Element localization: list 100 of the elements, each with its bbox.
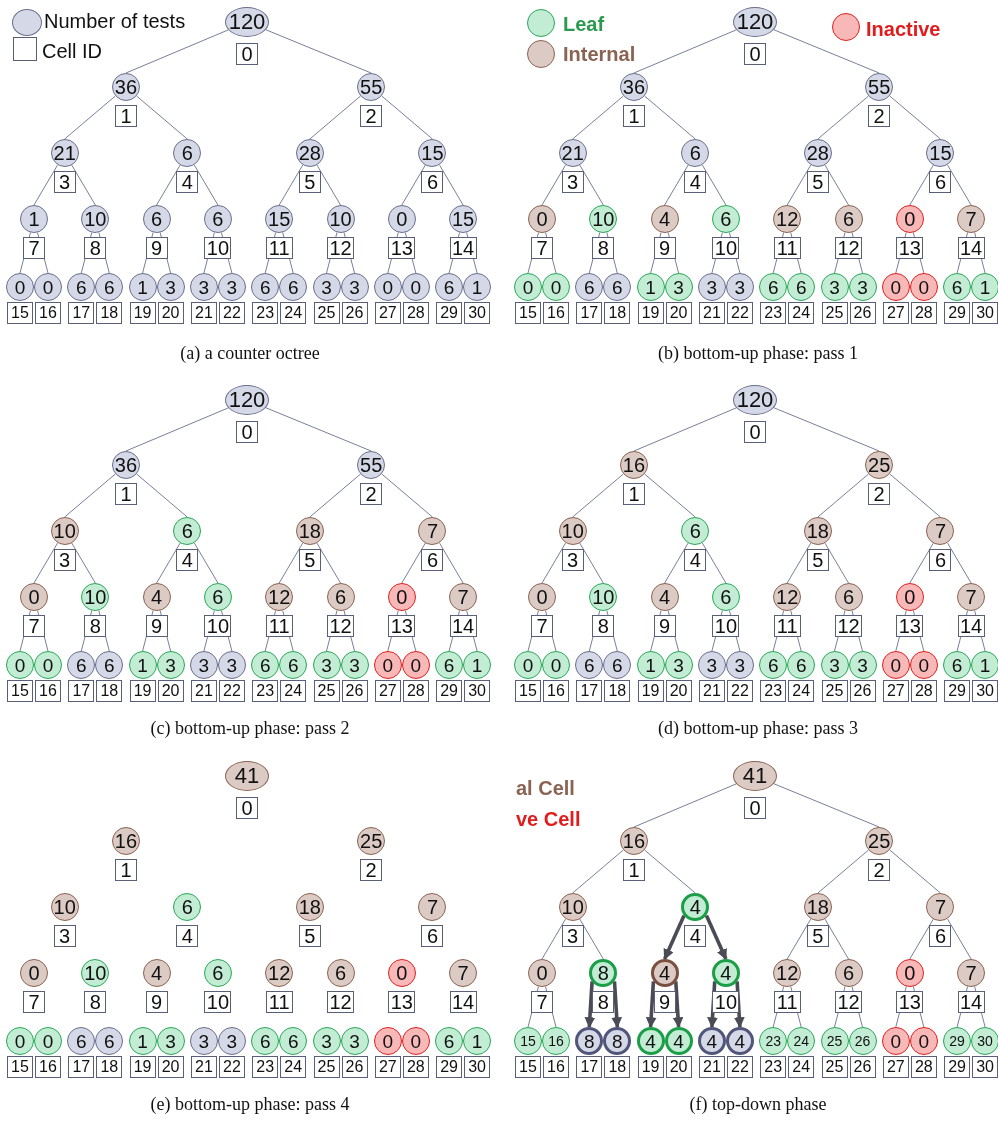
cell-id-box: 18: [604, 680, 631, 702]
test-count-circle: 16: [542, 1027, 570, 1055]
connector-line: [644, 849, 696, 894]
test-count-circle: 6: [435, 273, 464, 301]
test-count-circle: 7: [926, 893, 955, 921]
cell-id-box: 21: [698, 680, 725, 702]
cell-id-box: 12: [327, 237, 354, 259]
cell-id-box: 5: [298, 925, 321, 947]
test-count-circle: 10: [558, 893, 587, 921]
cell-id-box: 6: [929, 925, 952, 947]
cell-id-box: 25: [313, 680, 340, 702]
cell-id-box: 6: [929, 171, 952, 193]
cell-id-box: 8: [84, 615, 107, 637]
cell-id-box: 9: [653, 237, 676, 259]
test-count-circle: 4: [142, 959, 171, 987]
cell-id-box: 3: [53, 171, 76, 193]
cell-id-box: 26: [341, 680, 368, 702]
cell-id-box: 1: [114, 483, 137, 505]
cell-id-box: 13: [896, 237, 924, 259]
connector-line: [644, 473, 696, 518]
test-count-circle: 8: [603, 1027, 632, 1055]
test-count-circle: 7: [926, 517, 955, 545]
test-count-circle: 4: [636, 1027, 665, 1055]
connector-line: [439, 542, 464, 584]
test-count-circle: 6: [575, 273, 604, 301]
test-count-circle: 3: [156, 1027, 185, 1055]
cell-id-box: 9: [145, 615, 168, 637]
test-count-circle: 7: [449, 583, 478, 611]
connector-line: [817, 95, 869, 140]
cell-id-box: 30: [972, 1056, 998, 1078]
test-count-circle: 6: [943, 651, 972, 679]
cell-id-box: 21: [698, 1056, 725, 1078]
test-count-circle: 1: [463, 651, 492, 679]
cell-id-box: 20: [157, 302, 184, 324]
cell-id-box: 21: [190, 680, 217, 702]
panel-caption: (d) bottom-up phase: pass 3: [658, 718, 858, 739]
cell-id-box: 25: [313, 302, 340, 324]
connector-line: [650, 232, 662, 274]
test-count-circle: 4: [142, 583, 171, 611]
test-count-circle: 6: [67, 651, 96, 679]
connector-line: [633, 29, 737, 74]
cell-id-box: 15: [515, 1056, 541, 1078]
connector-line: [159, 232, 172, 274]
test-count-circle: 29: [943, 1027, 972, 1055]
test-count-circle: 6: [326, 959, 355, 987]
cell-id-box: 6: [421, 925, 444, 947]
test-count-circle: 120: [225, 385, 269, 415]
test-count-circle: 0: [528, 959, 556, 987]
connector-line: [786, 542, 812, 584]
test-count-circle: 3: [340, 273, 369, 301]
connector-line: [786, 918, 812, 960]
test-count-circle: 41: [225, 761, 269, 791]
cell-id-box: 2: [360, 859, 383, 881]
cell-id-box: 4: [176, 171, 199, 193]
connector-line: [588, 610, 601, 652]
test-count-circle: 6: [173, 139, 202, 167]
test-count-circle: 3: [848, 651, 877, 679]
test-count-circle: 0: [20, 959, 48, 987]
cell-id-box: 28: [402, 302, 429, 324]
test-count-circle: 6: [203, 205, 232, 233]
test-count-circle: 6: [603, 651, 632, 679]
test-count-circle: 6: [279, 651, 308, 679]
test-count-circle: 30: [971, 1027, 998, 1055]
test-count-circle: 7: [957, 205, 986, 233]
test-count-circle: 0: [514, 273, 542, 301]
cell-id-box: 16: [35, 680, 61, 702]
cell-id-box: 18: [604, 1056, 631, 1078]
connector-line: [664, 164, 689, 206]
legend-text: Internal: [563, 43, 636, 66]
cell-id-box: 26: [849, 1056, 876, 1078]
test-count-circle: 3: [189, 273, 218, 301]
test-count-circle: 6: [759, 651, 788, 679]
test-count-circle: 6: [95, 651, 124, 679]
cell-id-box: 26: [849, 680, 876, 702]
test-count-circle: 25: [357, 827, 386, 855]
test-count-circle: 7: [418, 893, 447, 921]
cell-id-box: 18: [604, 302, 631, 324]
test-count-circle: 0: [34, 651, 62, 679]
cell-id-box: 19: [637, 680, 664, 702]
connector-line: [316, 164, 341, 206]
test-count-circle: 3: [217, 651, 246, 679]
cell-id-box: 3: [53, 549, 76, 571]
cell-id-box: 30: [972, 680, 998, 702]
connector-line: [80, 232, 93, 274]
test-count-circle: 0: [881, 273, 910, 301]
cell-id-box: 18: [96, 680, 123, 702]
cell-id-box: 25: [313, 1056, 340, 1078]
connector-line: [909, 542, 934, 584]
test-count-circle: 0: [909, 651, 938, 679]
test-count-circle: 0: [895, 959, 924, 987]
cell-id-box: 22: [726, 302, 753, 324]
arrow: [584, 981, 596, 1029]
cell-id-box: 17: [68, 680, 95, 702]
cell-id-box: 29: [436, 302, 463, 324]
connector-line: [633, 783, 737, 828]
test-count-circle: 15: [926, 139, 955, 167]
cell-id-box: 13: [896, 615, 924, 637]
cell-id-box: 27: [374, 680, 401, 702]
connector-line: [606, 610, 618, 652]
connector-line: [142, 610, 154, 652]
